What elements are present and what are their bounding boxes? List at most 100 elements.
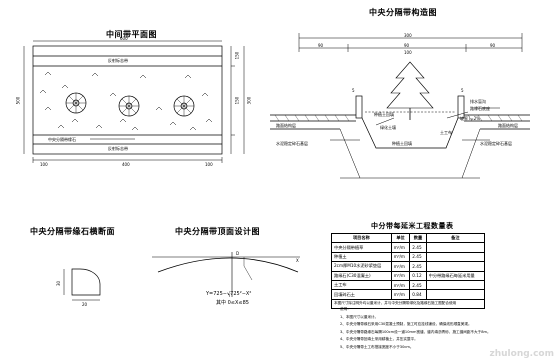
table-total-note: 本图尺寸除注明外均以厘米计，并与中央分隔带绿化及路缘石施工图配合使用 [331, 298, 485, 310]
plan-dim-right-b: 150 [234, 96, 240, 105]
section-subbase-right-label: 水泥稳定碎石基层 [480, 141, 512, 146]
curve-axis-x: X [296, 258, 299, 263]
plan-dim-height: 500 [15, 96, 21, 105]
curve-axis-y: Y [228, 293, 231, 298]
table-cell-name: 回填碎石土 [331, 289, 392, 300]
section-dim-mid: 90 [404, 43, 410, 48]
table-cell-qty: 2.45 [409, 261, 427, 272]
table-row: 路缘石(C30混凝土) m³/m 0.12 中分带路缘石每延米用量 [331, 270, 486, 281]
right-pavement-layers [464, 114, 530, 130]
table-cell-note [425, 242, 486, 253]
table-cell-qty: 2.45 [409, 251, 427, 263]
table-cell-name: 中央分隔带植草 [331, 242, 392, 253]
section-pavement-right-label: 路面结构层 [498, 123, 518, 128]
table-total-row: 本图尺寸除注明外均以厘米计，并与中央分隔带绿化及路缘石施工图配合使用 [331, 298, 485, 310]
table-row: 2cm厚M10水泥砂浆垫层 m²/m 2.45 [331, 261, 486, 272]
section-dim-left: 90 [318, 43, 324, 48]
shrub-flower-3 [173, 95, 195, 117]
trench-outline [361, 117, 459, 149]
table-cell-note [425, 251, 486, 263]
section-dim-b: 100 [404, 50, 412, 55]
watermark: zhulong.com [489, 349, 555, 359]
notes-item: 4、中央分隔带回填土采用耕植土，并压实整平。 [340, 337, 418, 342]
plan-bottom-label: 反射标志带 [108, 146, 128, 151]
curb-dim-height: 30 [56, 280, 62, 287]
table-cell-unit: m³/m [390, 251, 411, 263]
table-row: 中央分隔带植草 m²/m 2.45 [331, 242, 486, 253]
table-row: 种植土 m³/m 2.45 [331, 251, 486, 263]
curb-title: 中央分隔带缘石横断面 [30, 227, 115, 236]
table-header-name: 项目名称 [331, 232, 392, 244]
plan-dim-width: 600 [120, 36, 128, 41]
shrub-flower-2 [118, 95, 140, 117]
table-cell-name: 2cm厚M10水泥砂浆垫层 [331, 261, 392, 272]
curve-formula: Y=725−√725²−X² [206, 291, 252, 297]
notes-item: 5、中央分隔带土工布搭接宽度不小于30cm。 [340, 344, 414, 349]
section-pavement-left-label: 路面结构层 [276, 123, 296, 128]
notes-block: 说明： 1、本图尺寸以厘米计。 2、中央分隔带缘石采用C30混凝土预制，施工时应… [340, 306, 491, 352]
section-leaders [330, 107, 500, 141]
section-soil-fill-label: 种植土回填 [374, 112, 394, 117]
section-geotextile-label: 土工布 [440, 130, 452, 135]
left-curb [355, 95, 363, 119]
section-fill-soil-label: 种植土回填 [392, 141, 412, 146]
table-cell-unit: m³/m [390, 289, 411, 300]
quantity-table: 项目名称 单位 数量 备注 中央分隔带植草 m²/m 2.45 种植土 m³/m… [331, 232, 486, 310]
table-header-qty: 数量 [409, 232, 427, 244]
plan-dim-bottom-b: 400 [122, 162, 130, 167]
section-dim-c: 5 [461, 88, 464, 93]
table-cell-unit: m²/m [390, 279, 411, 291]
section-drain-left-label: 排水盲沟 [470, 99, 486, 104]
shrub-flower-1 [65, 92, 87, 114]
table-title: 中分带每延米工程数量表 [371, 222, 454, 230]
table-cell-unit: m²/m [390, 242, 411, 253]
notes-item: 1、本图尺寸以厘米计。 [340, 314, 379, 319]
curb-section [63, 268, 101, 301]
table-header-unit: 单位 [390, 232, 411, 244]
left-pavement-layers [270, 114, 356, 130]
table-cell-unit: m³/m [390, 270, 411, 281]
median-section [270, 33, 530, 179]
section-dim-a: 5 [352, 88, 355, 93]
table-cell-note [425, 261, 486, 272]
table-cell-note [425, 289, 486, 300]
curve-range: 其中 0≤X≤85 [216, 300, 249, 306]
table-cell-note: 中分带路缘石每延米用量 [425, 270, 486, 281]
table-row: 土工布 m²/m 2.45 [331, 279, 486, 291]
table-header-row: 项目名称 单位 数量 备注 [331, 232, 486, 244]
plan-title: 中间带平面图 [106, 30, 157, 39]
table-row: 回填碎石土 m³/m 0.84 [331, 289, 486, 300]
table-cell-name: 土工布 [331, 279, 392, 291]
notes-item: 3、中央分隔带路缘石每隔100cm设一道10mm宽缝，缝内填沥青砂，施工缝间距不… [340, 329, 491, 334]
curve-title: 中央分隔带顶面设计图 [175, 227, 260, 236]
notes-item: 2、中央分隔带缘石采用C30混凝土预制，施工时应挂线铺设，确保线形顺直美观。 [340, 322, 472, 327]
grass-pattern [39, 71, 213, 131]
plan-top-label: 反射标志带 [108, 58, 128, 63]
plan-view [23, 40, 245, 163]
section-dim-right: 90 [490, 43, 496, 48]
plan-dim-right-c: 300 [246, 96, 252, 105]
section-drain-right-label: 路缘石底座 [470, 106, 490, 111]
curb-dim-width: 20 [82, 302, 88, 307]
table-cell-qty: 0.12 [409, 270, 427, 281]
tree-symbol [386, 61, 434, 109]
curve-arc [157, 257, 299, 273]
table-cell-qty: 2.45 [409, 279, 427, 291]
plan-outline [32, 45, 223, 155]
curb-callout-label: 中央分隔带缘石 [48, 137, 76, 142]
section-title: 中央分隔带构造图 [369, 8, 437, 17]
table-header-note: 备注 [425, 232, 486, 244]
plan-dim-right-a: 150 [234, 51, 240, 60]
notes-title: 说明： [340, 307, 351, 311]
curb-profile [71, 268, 101, 296]
plan-dim-bottom-c: 100 [205, 162, 213, 167]
curve-design [152, 252, 300, 297]
table-cell-note [425, 279, 486, 291]
section-center-top-label: 绿化土壤 [380, 125, 396, 130]
section-subbase-left-label: 水泥稳定碎石基层 [276, 141, 308, 146]
table-cell-name: 路缘石(C30混凝土) [331, 270, 392, 281]
section-slope-note: 坡率 i=2% [460, 116, 481, 121]
pavement-hatch [274, 114, 523, 122]
section-dim-total: 300 [404, 33, 412, 38]
